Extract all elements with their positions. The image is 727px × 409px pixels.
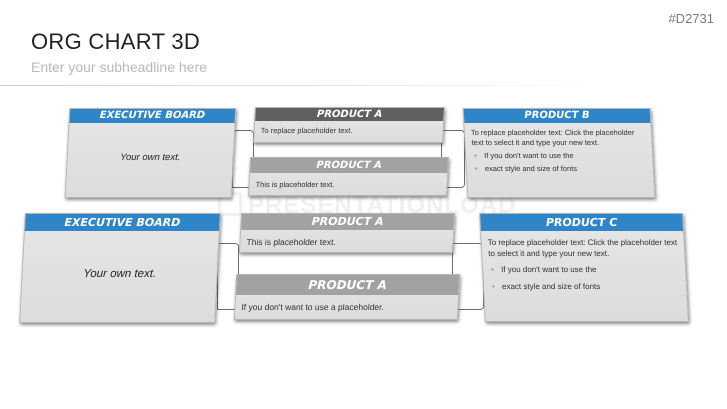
product-a-header: PRODUCT A — [236, 275, 460, 295]
product-b-header: PRODUCT B — [463, 109, 651, 123]
executive-board-text: Your own text. — [82, 268, 157, 280]
page-title: ORG CHART 3D — [31, 29, 201, 54]
bullet-item: If you don't want to use the — [472, 151, 647, 161]
bullet-item: exact style and size of fonts — [473, 164, 648, 174]
slide-id: #D2731 — [668, 11, 714, 26]
bullet-item: exact style and size of fonts — [490, 281, 681, 292]
executive-board-card-2: EXECUTIVE BOARD Your own text. — [19, 213, 221, 323]
executive-board-card-1: EXECUTIVE BOARD Your own text. — [64, 108, 237, 198]
product-a-text: If you don't want to use a placeholder. — [241, 302, 385, 312]
page-subtitle: Enter your subheadline here — [31, 59, 207, 75]
product-b-body: To replace placeholder text: Click the p… — [464, 123, 653, 174]
product-c-card: PRODUCT C To replace placeholder text: C… — [479, 213, 689, 322]
product-a-header: PRODUCT A — [255, 108, 444, 121]
executive-board-header: EXECUTIVE BOARD — [69, 109, 236, 123]
product-c-body: To replace placeholder text: Click the p… — [481, 231, 686, 292]
executive-board-text: Your own text. — [119, 152, 181, 163]
executive-board-header: EXECUTIVE BOARD — [24, 214, 220, 231]
product-a-card-3: PRODUCT A This is placeholder text. — [238, 213, 456, 253]
product-a-card-2: PRODUCT A This is placeholder text. — [247, 157, 450, 196]
product-a-text: This is placeholder text. — [255, 180, 335, 189]
product-b-bullet-list: If you don't want to use the exact style… — [472, 151, 647, 174]
product-c-text: To replace placeholder text: Click the p… — [487, 238, 678, 258]
bullet-item: If you don't want to use the — [489, 264, 680, 275]
product-a-header: PRODUCT A — [250, 158, 448, 173]
product-a-card-1: PRODUCT A To replace placeholder text. — [253, 107, 445, 143]
title-divider — [0, 85, 600, 86]
product-c-header: PRODUCT C — [480, 214, 684, 231]
product-b-text: To replace placeholder text: Click the p… — [470, 128, 635, 147]
connector-group1-right — [442, 131, 464, 187]
product-b-card: PRODUCT B To replace placeholder text: C… — [462, 108, 656, 198]
product-c-bullet-list: If you don't want to use the exact style… — [489, 264, 680, 292]
product-a-header: PRODUCT A — [241, 214, 454, 230]
product-a-card-4: PRODUCT A If you don't want to use a pla… — [233, 274, 461, 320]
product-a-text: This is placeholder text. — [246, 237, 337, 247]
product-a-text: To replace placeholder text. — [260, 126, 353, 135]
